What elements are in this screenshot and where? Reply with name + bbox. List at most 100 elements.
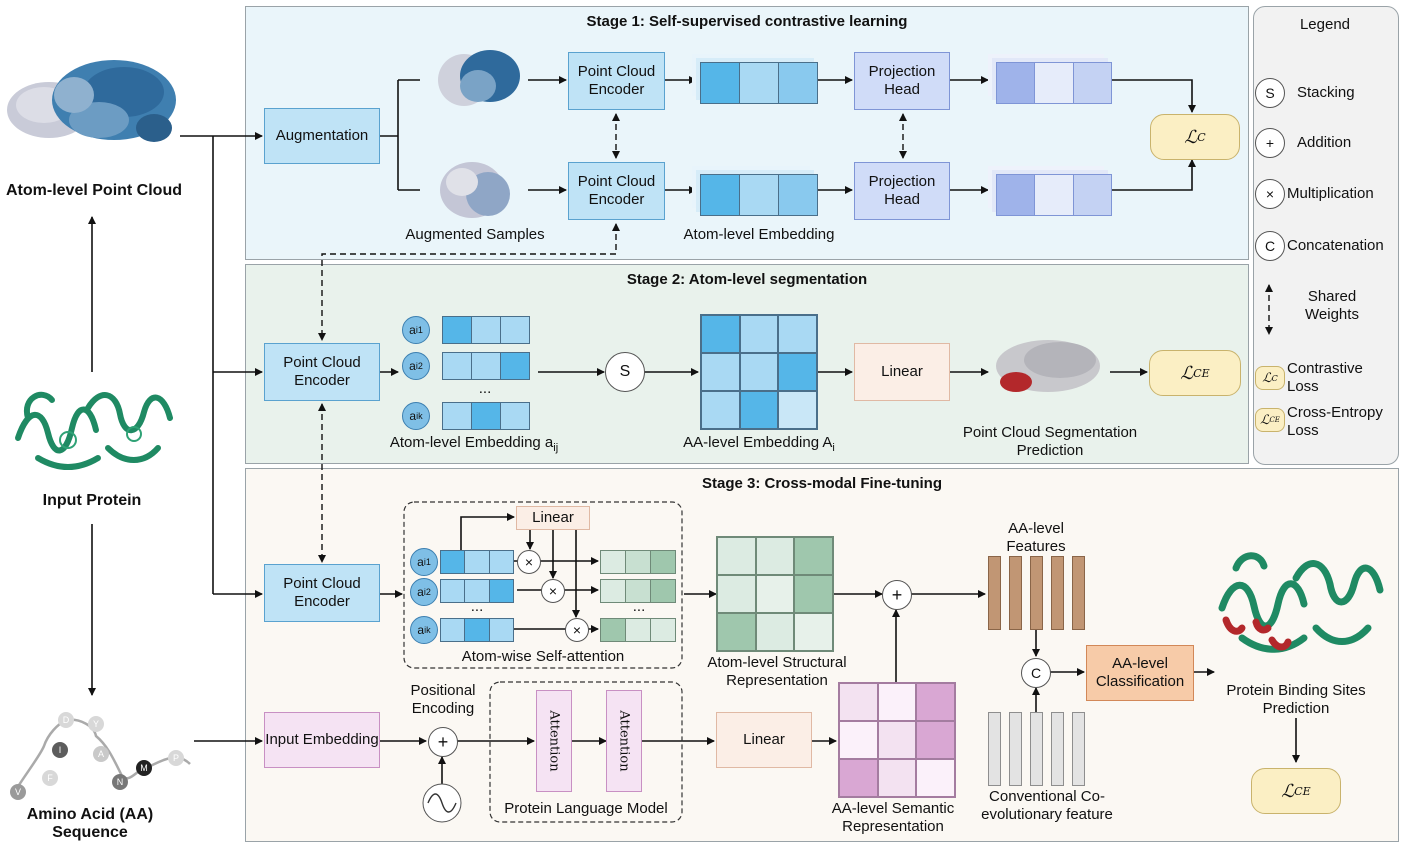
- stage3-mult-k: ×: [565, 618, 589, 642]
- positional-add-symbol: +: [428, 727, 458, 757]
- stage2-encoder: Point Cloud Encoder: [264, 343, 380, 401]
- coevolution-bar: [1051, 712, 1064, 786]
- legend-multiplication-label: Multiplication: [1287, 185, 1374, 202]
- legend-addition-label: Addition: [1297, 134, 1352, 151]
- aa-embedding-label: AA-level Embedding Ai: [683, 434, 835, 454]
- input-protein-image: [15, 391, 173, 470]
- stage2-title: Stage 2: Atom-level segmentation: [626, 271, 868, 288]
- stage3-attended-row-1: [600, 550, 676, 574]
- stage2-loss-sub: CE: [1193, 366, 1210, 380]
- stage3-mult-2: ×: [541, 579, 565, 603]
- stage3-attended-row-k: [600, 618, 676, 642]
- aa-features-bars: [986, 556, 1086, 630]
- stage3-attended-row-2: [600, 579, 676, 603]
- aa-level-embedding-matrix: [700, 314, 818, 430]
- augmentation-box: Augmentation: [264, 108, 380, 164]
- stage3-atom-row-k: [440, 618, 514, 642]
- stage2-atom-embedding-label: Atom-level Embedding aij: [389, 434, 559, 454]
- stage1-title: Stage 1: Self-supervised contrastive lea…: [586, 13, 908, 30]
- segmentation-image: [996, 340, 1100, 392]
- stage1-embedding-top: [700, 62, 818, 104]
- aa-feature-bar: [1030, 556, 1043, 630]
- projection-output-top: [996, 62, 1112, 104]
- stage2-loss-symbol: ℒ: [1180, 362, 1194, 384]
- coevolution-bars: [986, 712, 1086, 786]
- residue-N: N: [117, 777, 124, 787]
- residue-M: M: [140, 763, 148, 773]
- structural-representation-matrix: [716, 536, 834, 652]
- legend-stacking-icon: S: [1255, 78, 1285, 108]
- sine-wave-icon: [422, 783, 462, 823]
- residue-P: P: [173, 753, 179, 763]
- legend-title: Legend: [1299, 16, 1351, 33]
- residue-Y: Y: [93, 719, 99, 729]
- residue-I: I: [59, 745, 62, 755]
- stage1-encoder-top: Point Cloud Encoder: [568, 52, 665, 110]
- stage3-mult-1: ×: [517, 550, 541, 574]
- aa-level-classification: AA-level Classification: [1086, 645, 1194, 701]
- legend-stacking-label: Stacking: [1297, 84, 1355, 101]
- coevolution-bar: [1030, 712, 1043, 786]
- contrastive-loss-sub: C: [1197, 130, 1206, 144]
- stage3-left-ellipsis: ...: [470, 598, 484, 615]
- coevolution-label: Conventional Co-evolutionary feature: [981, 788, 1113, 823]
- stage2-ellipsis: ...: [478, 380, 492, 397]
- stage3-right-ellipsis: ...: [632, 598, 646, 615]
- residue-D: D: [63, 715, 70, 725]
- projection-head-bottom: Projection Head: [854, 162, 950, 220]
- stacking-symbol: S: [605, 352, 645, 392]
- legend-concatenation-icon: C: [1255, 231, 1285, 261]
- aa-features-label: AA-level Features: [1006, 520, 1066, 555]
- stage1-encoder-bottom: Point Cloud Encoder: [568, 162, 665, 220]
- coevolution-bar: [988, 712, 1001, 786]
- legend-ce-label: Cross-Entropy Loss: [1287, 404, 1383, 439]
- stage1-embedding-bottom: [700, 174, 818, 216]
- projection-head-top: Projection Head: [854, 52, 950, 110]
- positional-encoding-label: Positional Encoding: [410, 682, 476, 717]
- point-cloud-label: Atom-level Point Cloud: [6, 182, 182, 199]
- residue-A: A: [98, 749, 104, 759]
- aa-sequence-label: Amino Acid (AA) Sequence: [26, 806, 154, 841]
- legend-shared-weights-label: Shared Weights: [1305, 288, 1359, 323]
- attention-block-1: Attention: [536, 690, 572, 792]
- legend-multiplication-icon: ×: [1255, 179, 1285, 209]
- aa-feature-bar: [1051, 556, 1064, 630]
- augmented-sample-2-image: [440, 162, 510, 218]
- augmented-samples-label: Augmented Samples: [405, 226, 545, 243]
- structural-representation-label: Atom-level Structural Representation: [707, 654, 847, 689]
- aa-feature-bar: [1072, 556, 1085, 630]
- input-protein-label: Input Protein: [42, 492, 142, 509]
- atom-point-cloud-image: [7, 60, 176, 142]
- stage3-addition-symbol: +: [882, 580, 912, 610]
- aa-feature-bar: [1009, 556, 1022, 630]
- legend-addition-icon: +: [1255, 128, 1285, 158]
- stage1-atom-embedding-label: Atom-level Embedding: [683, 226, 835, 243]
- residue-F: F: [47, 773, 53, 783]
- stage1-panel: Stage 1: Self-supervised contrastive lea…: [245, 6, 1249, 260]
- coevolution-bar: [1072, 712, 1085, 786]
- segmentation-label: Point Cloud Segmentation Prediction: [962, 424, 1138, 459]
- stage3-atom-row-1: [440, 550, 514, 574]
- legend-concatenation-label: Concatenation: [1287, 237, 1384, 254]
- stage3-linear-attention: Linear: [516, 506, 590, 530]
- legend-contrastive-label: Contrastive Loss: [1287, 360, 1363, 395]
- stage2-embedding-row-k: [442, 402, 530, 430]
- stage3-loss-symbol: ℒ: [1281, 780, 1295, 802]
- attention-block-2: Attention: [606, 690, 642, 792]
- contrastive-loss-symbol: ℒ: [1184, 126, 1198, 148]
- binding-sites-label: Protein Binding Sites Prediction: [1226, 682, 1366, 717]
- stage2-embedding-row-1: [442, 316, 530, 344]
- stage2-embedding-row-2: [442, 352, 530, 380]
- aa-sequence-image: D Y I A F N M P V: [10, 712, 191, 800]
- stage3-concat-symbol: C: [1021, 658, 1051, 688]
